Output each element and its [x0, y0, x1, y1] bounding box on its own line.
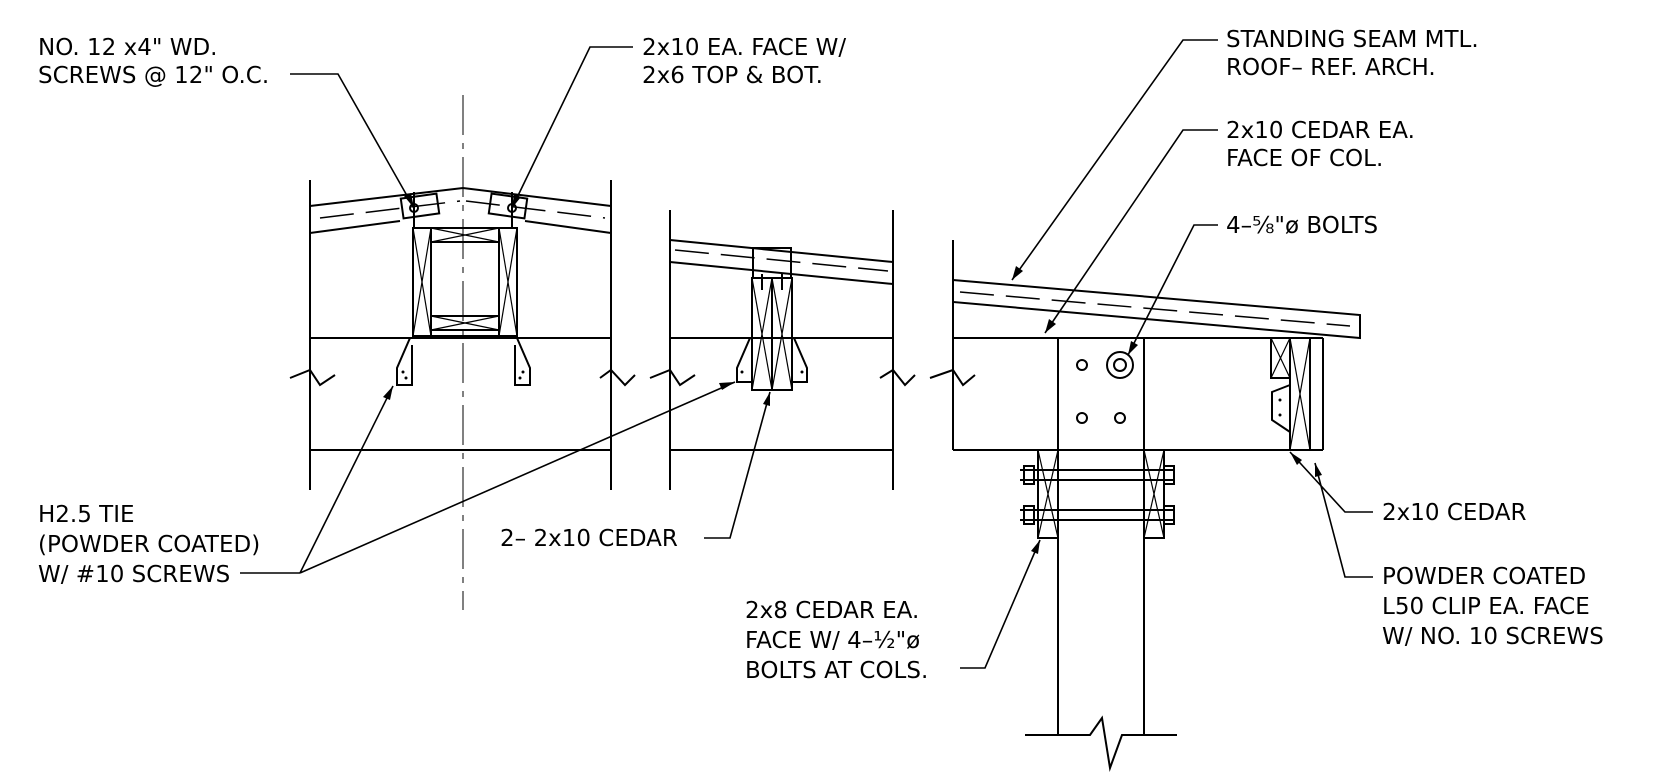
note-face-line2: 2x6 TOP & BOT.	[642, 63, 823, 89]
note-screws-line2: SCREWS @ 12" O.C.	[38, 63, 269, 89]
note-h25-line3: W/ #10 SCREWS	[38, 562, 230, 588]
note-clip-line2: L50 CLIP EA. FACE	[1382, 594, 1590, 620]
note-2x8-line1: 2x8 CEDAR EA.	[745, 598, 919, 624]
note-screws-line1: NO. 12 x4" WD.	[38, 35, 217, 61]
note-roof-line2: ROOF– REF. ARCH.	[1226, 55, 1436, 81]
midspan-detail	[649, 210, 916, 490]
note-2x8-line2: FACE W/ 4–½"ø	[745, 628, 920, 654]
note-h25-line2: (POWDER COATED)	[38, 532, 260, 558]
note-two-2x10: 2– 2x10 CEDAR	[500, 526, 678, 552]
note-cedar-col-line2: FACE OF COL.	[1226, 146, 1383, 172]
ridge-detail	[289, 95, 636, 610]
note-2x8-line3: BOLTS AT COLS.	[745, 658, 928, 684]
note-face-line1: 2x10 EA. FACE W/	[642, 35, 846, 61]
note-roof-line1: STANDING SEAM MTL.	[1226, 27, 1479, 53]
note-bolts-58: 4–⅝"ø BOLTS	[1226, 213, 1378, 239]
note-cedar-col-line1: 2x10 CEDAR EA.	[1226, 118, 1415, 144]
note-clip-line3: W/ NO. 10 SCREWS	[1382, 624, 1604, 650]
notes: NO. 12 x4" WD. SCREWS @ 12" O.C. 2x10 EA…	[38, 27, 1604, 684]
note-h25-line1: H2.5 TIE	[38, 502, 135, 528]
eave-column-detail	[929, 240, 1361, 772]
leader-lines	[240, 39, 1373, 669]
note-cedar-2x10: 2x10 CEDAR	[1382, 500, 1526, 526]
note-clip-line1: POWDER COATED	[1382, 564, 1586, 590]
